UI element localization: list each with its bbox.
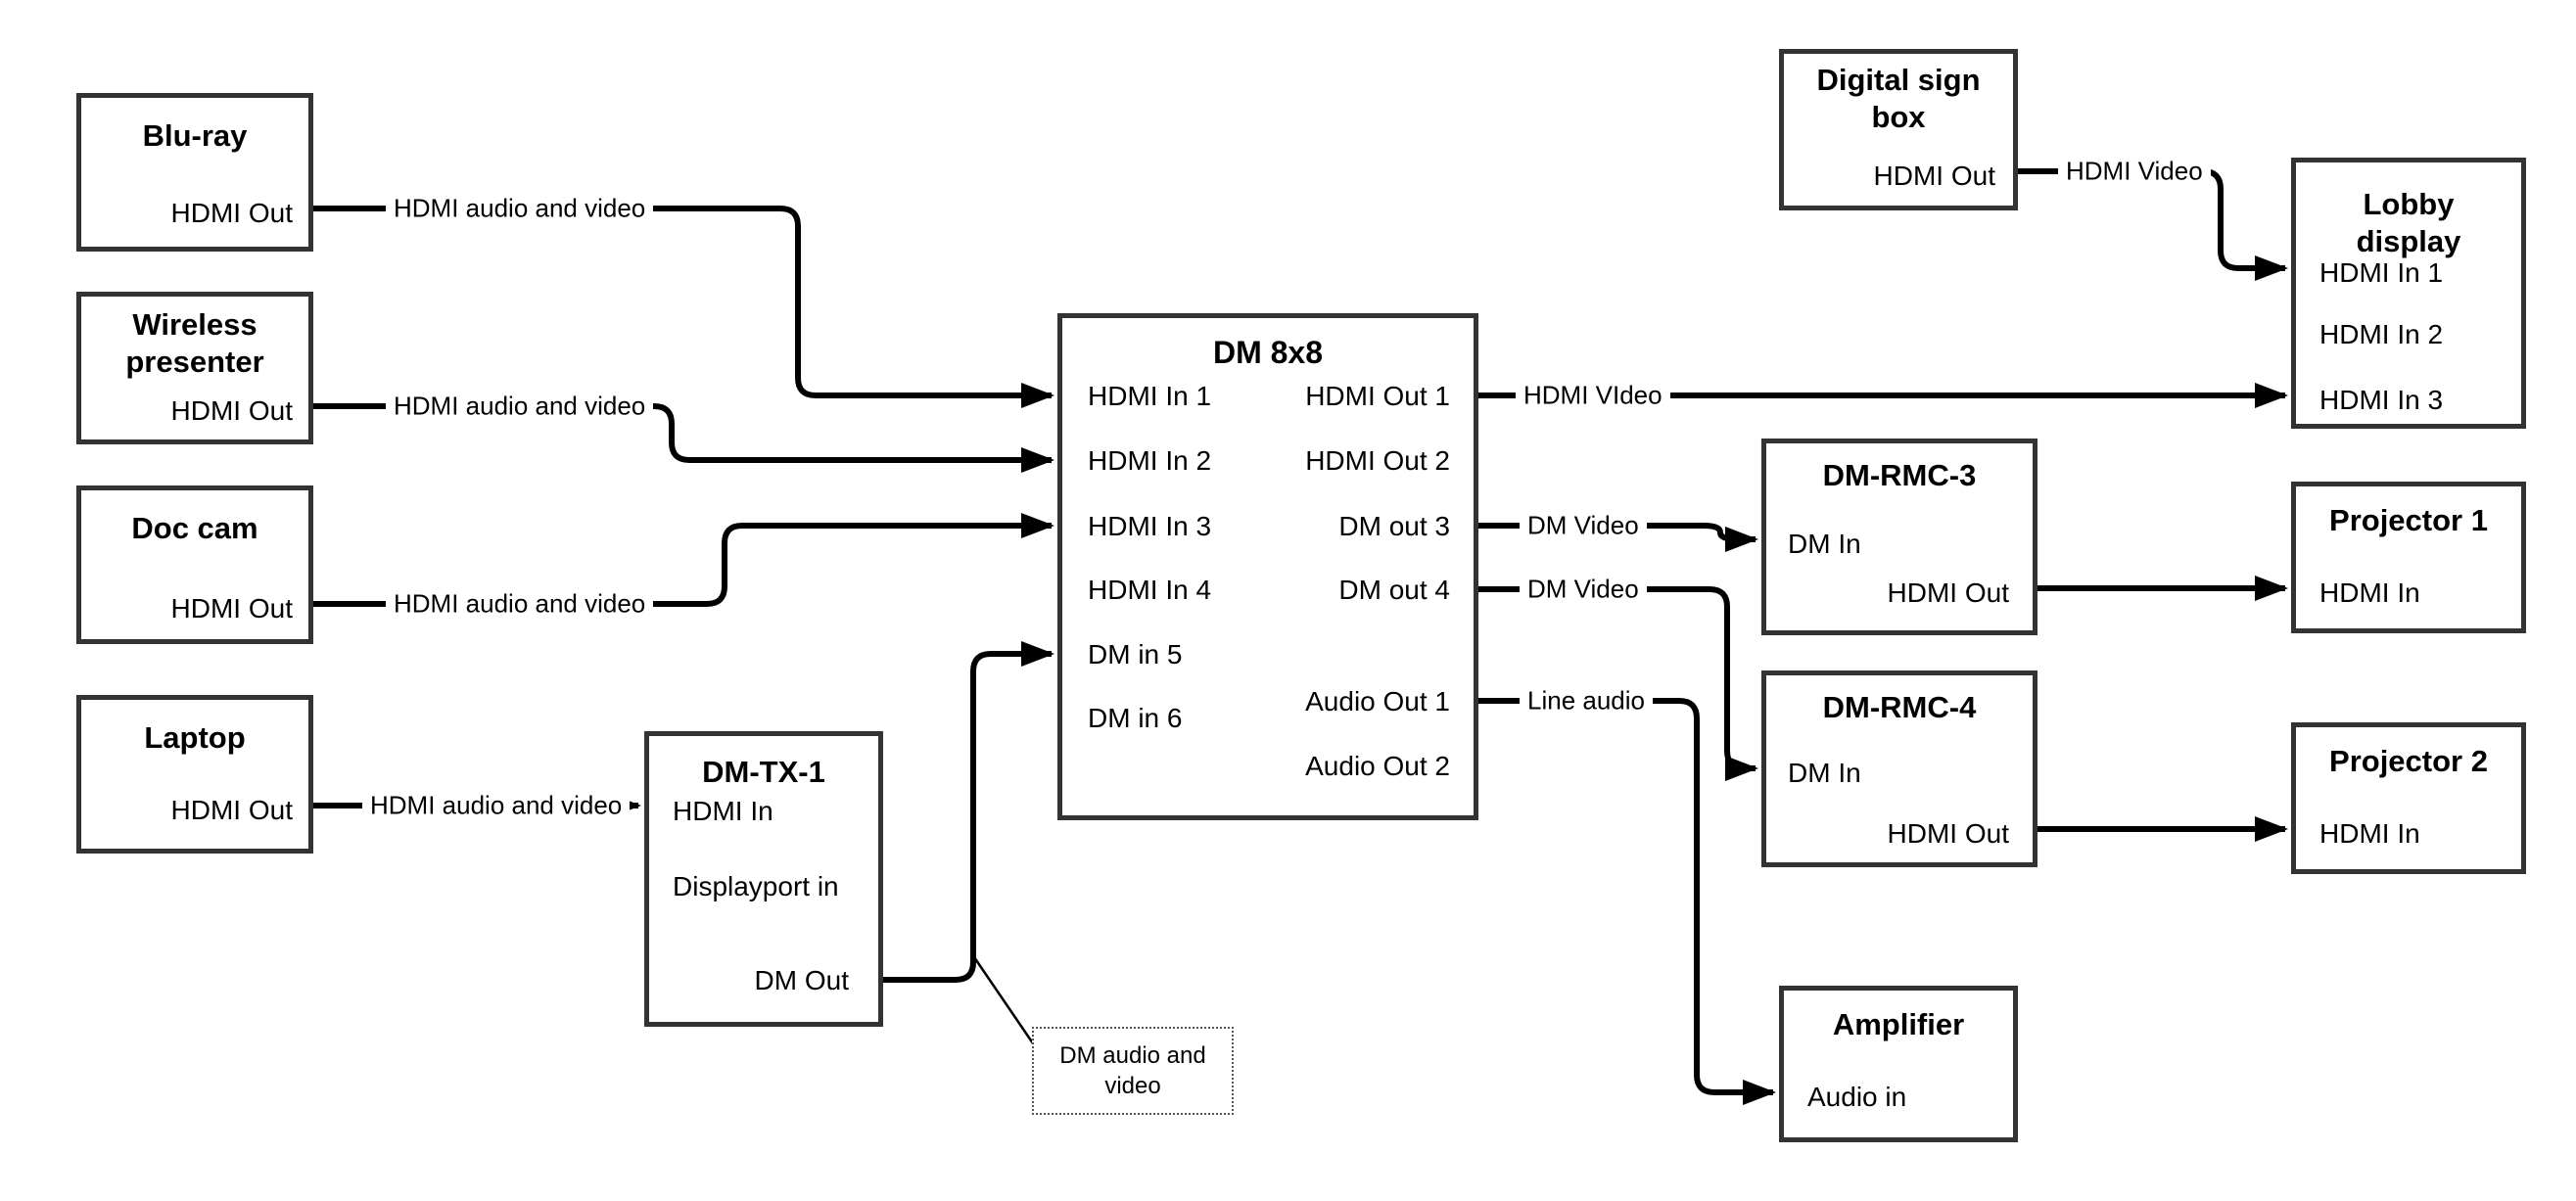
port-digitalsign-hdmi-out: HDMI Out: [1873, 161, 1995, 191]
port-dmtx1-displayport-in: Displayport in: [673, 871, 839, 901]
note-dm-audio-and-video-text: DM audio and video: [1059, 1042, 1206, 1100]
node-dm-tx-1-title: DM-TX-1: [702, 755, 825, 789]
port-lobby-hdmi-in-3: HDMI In 3: [2319, 385, 2444, 415]
port-dm8x8-audio-out-1: Audio Out 1: [1305, 686, 1450, 716]
node-blu-ray: Blu-ray HDMI Out: [76, 93, 313, 252]
node-wireless-presenter: Wireless presenter HDMI Out: [76, 292, 313, 444]
wire-label-doccam: HDMI audio and video: [386, 588, 654, 619]
port-projector1-hdmi-in: HDMI In: [2319, 577, 2420, 608]
node-dm-tx-1: DM-TX-1 HDMI In Displayport in DM Out: [644, 731, 883, 1027]
wire-label-bluray: HDMI audio and video: [386, 193, 654, 223]
node-wireless-presenter-title: Wireless presenter: [125, 307, 264, 379]
node-laptop: Laptop HDMI Out: [76, 695, 313, 854]
wire-label-dm-out4: DM Video: [1520, 574, 1647, 604]
port-doccam-hdmi-out: HDMI Out: [170, 593, 293, 624]
node-amplifier: Amplifier Audio in: [1779, 986, 2018, 1142]
port-dm8x8-dm-out-3: DM out 3: [1338, 511, 1450, 541]
node-projector-2-title: Projector 2: [2329, 744, 2488, 778]
port-dmtx1-hdmi-in: HDMI In: [673, 796, 773, 826]
wire-label-hdmi-out1: HDMI VIdeo: [1516, 380, 1670, 410]
wire-digitalsign-to-lobby-in1: [2018, 168, 2288, 281]
port-dm8x8-dm-in-5: DM in 5: [1088, 639, 1183, 670]
node-dm-8x8: DM 8x8 HDMI In 1 HDMI In 2 HDMI In 3 HDM…: [1057, 313, 1478, 820]
wire-label-digitalsign: HDMI Video: [2058, 156, 2211, 186]
port-rmc4-hdmi-out: HDMI Out: [1887, 818, 2009, 849]
node-lobby-display-title: Lobby display: [2356, 187, 2461, 258]
node-doc-cam-title: Doc cam: [131, 511, 258, 545]
node-dm-rmc-4: DM-RMC-4 DM In HDMI Out: [1761, 670, 2037, 867]
node-projector-1: Projector 1 HDMI In: [2291, 482, 2526, 633]
port-dm8x8-dm-in-6: DM in 6: [1088, 703, 1183, 733]
port-dm8x8-hdmi-in-2: HDMI In 2: [1088, 445, 1212, 476]
port-dm8x8-hdmi-in-4: HDMI In 4: [1088, 575, 1212, 605]
node-blu-ray-title: Blu-ray: [142, 118, 248, 153]
wire-dm8x8-audio1-to-amplifier: [1478, 698, 1776, 1105]
wire-dm8x8-out4-to-rmc4: [1478, 586, 1758, 781]
port-bluray-hdmi-out: HDMI Out: [170, 198, 293, 228]
note-dm-audio-and-video: DM audio and video: [1032, 1027, 1234, 1115]
wire-label-laptop: HDMI audio and video: [362, 790, 631, 820]
port-amplifier-audio-in: Audio in: [1807, 1082, 1907, 1112]
node-projector-2: Projector 2 HDMI In: [2291, 722, 2526, 874]
port-dm8x8-dm-out-4: DM out 4: [1338, 575, 1450, 605]
port-dm8x8-hdmi-in-3: HDMI In 3: [1088, 511, 1212, 541]
port-rmc3-hdmi-out: HDMI Out: [1887, 577, 2009, 608]
port-lobby-hdmi-in-2: HDMI In 2: [2319, 319, 2444, 349]
node-laptop-title: Laptop: [144, 720, 246, 755]
note-leader-line: [970, 953, 1035, 1044]
node-dm-rmc-4-title: DM-RMC-4: [1822, 690, 1977, 724]
node-digital-sign-box-title: Digital sign box: [1816, 63, 1981, 134]
wire-label-audio-out1: Line audio: [1520, 685, 1653, 716]
port-laptop-hdmi-out: HDMI Out: [170, 795, 293, 825]
port-dm8x8-hdmi-out-2: HDMI Out 2: [1305, 445, 1450, 476]
port-dm8x8-hdmi-in-1: HDMI In 1: [1088, 381, 1212, 411]
wire-label-wireless: HDMI audio and video: [386, 391, 654, 421]
node-amplifier-title: Amplifier: [1832, 1007, 1965, 1041]
node-dm-rmc-3: DM-RMC-3 DM In HDMI Out: [1761, 439, 2037, 635]
node-dm-rmc-3-title: DM-RMC-3: [1822, 458, 1977, 492]
node-lobby-display: Lobby display HDMI In 1 HDMI In 2 HDMI I…: [2291, 158, 2526, 429]
wire-label-dm-out3: DM Video: [1520, 510, 1647, 540]
port-dm8x8-hdmi-out-1: HDMI Out 1: [1305, 381, 1450, 411]
port-lobby-hdmi-in-1: HDMI In 1: [2319, 257, 2444, 288]
port-dmtx1-dm-out: DM Out: [754, 965, 849, 995]
node-digital-sign-box: Digital sign box HDMI Out: [1779, 49, 2018, 210]
node-doc-cam: Doc cam HDMI Out: [76, 485, 313, 644]
node-projector-1-title: Projector 1: [2329, 503, 2488, 537]
wire-dmtx1-to-dm8x8-in5: [883, 641, 1054, 983]
node-dm-8x8-title: DM 8x8: [1212, 335, 1324, 370]
port-dm8x8-audio-out-2: Audio Out 2: [1305, 751, 1450, 781]
wire-doccam-to-dm8x8-in3: [313, 513, 1054, 607]
port-wireless-hdmi-out: HDMI Out: [170, 395, 293, 426]
port-rmc4-dm-in: DM In: [1788, 758, 1861, 788]
port-rmc3-dm-in: DM In: [1788, 529, 1861, 559]
wire-wireless-to-dm8x8-in2: [313, 403, 1054, 473]
wire-bluray-to-dm8x8-in1: [313, 206, 1054, 408]
port-projector2-hdmi-in: HDMI In: [2319, 818, 2420, 849]
wire-dm8x8-out3-to-rmc3: [1478, 523, 1758, 552]
